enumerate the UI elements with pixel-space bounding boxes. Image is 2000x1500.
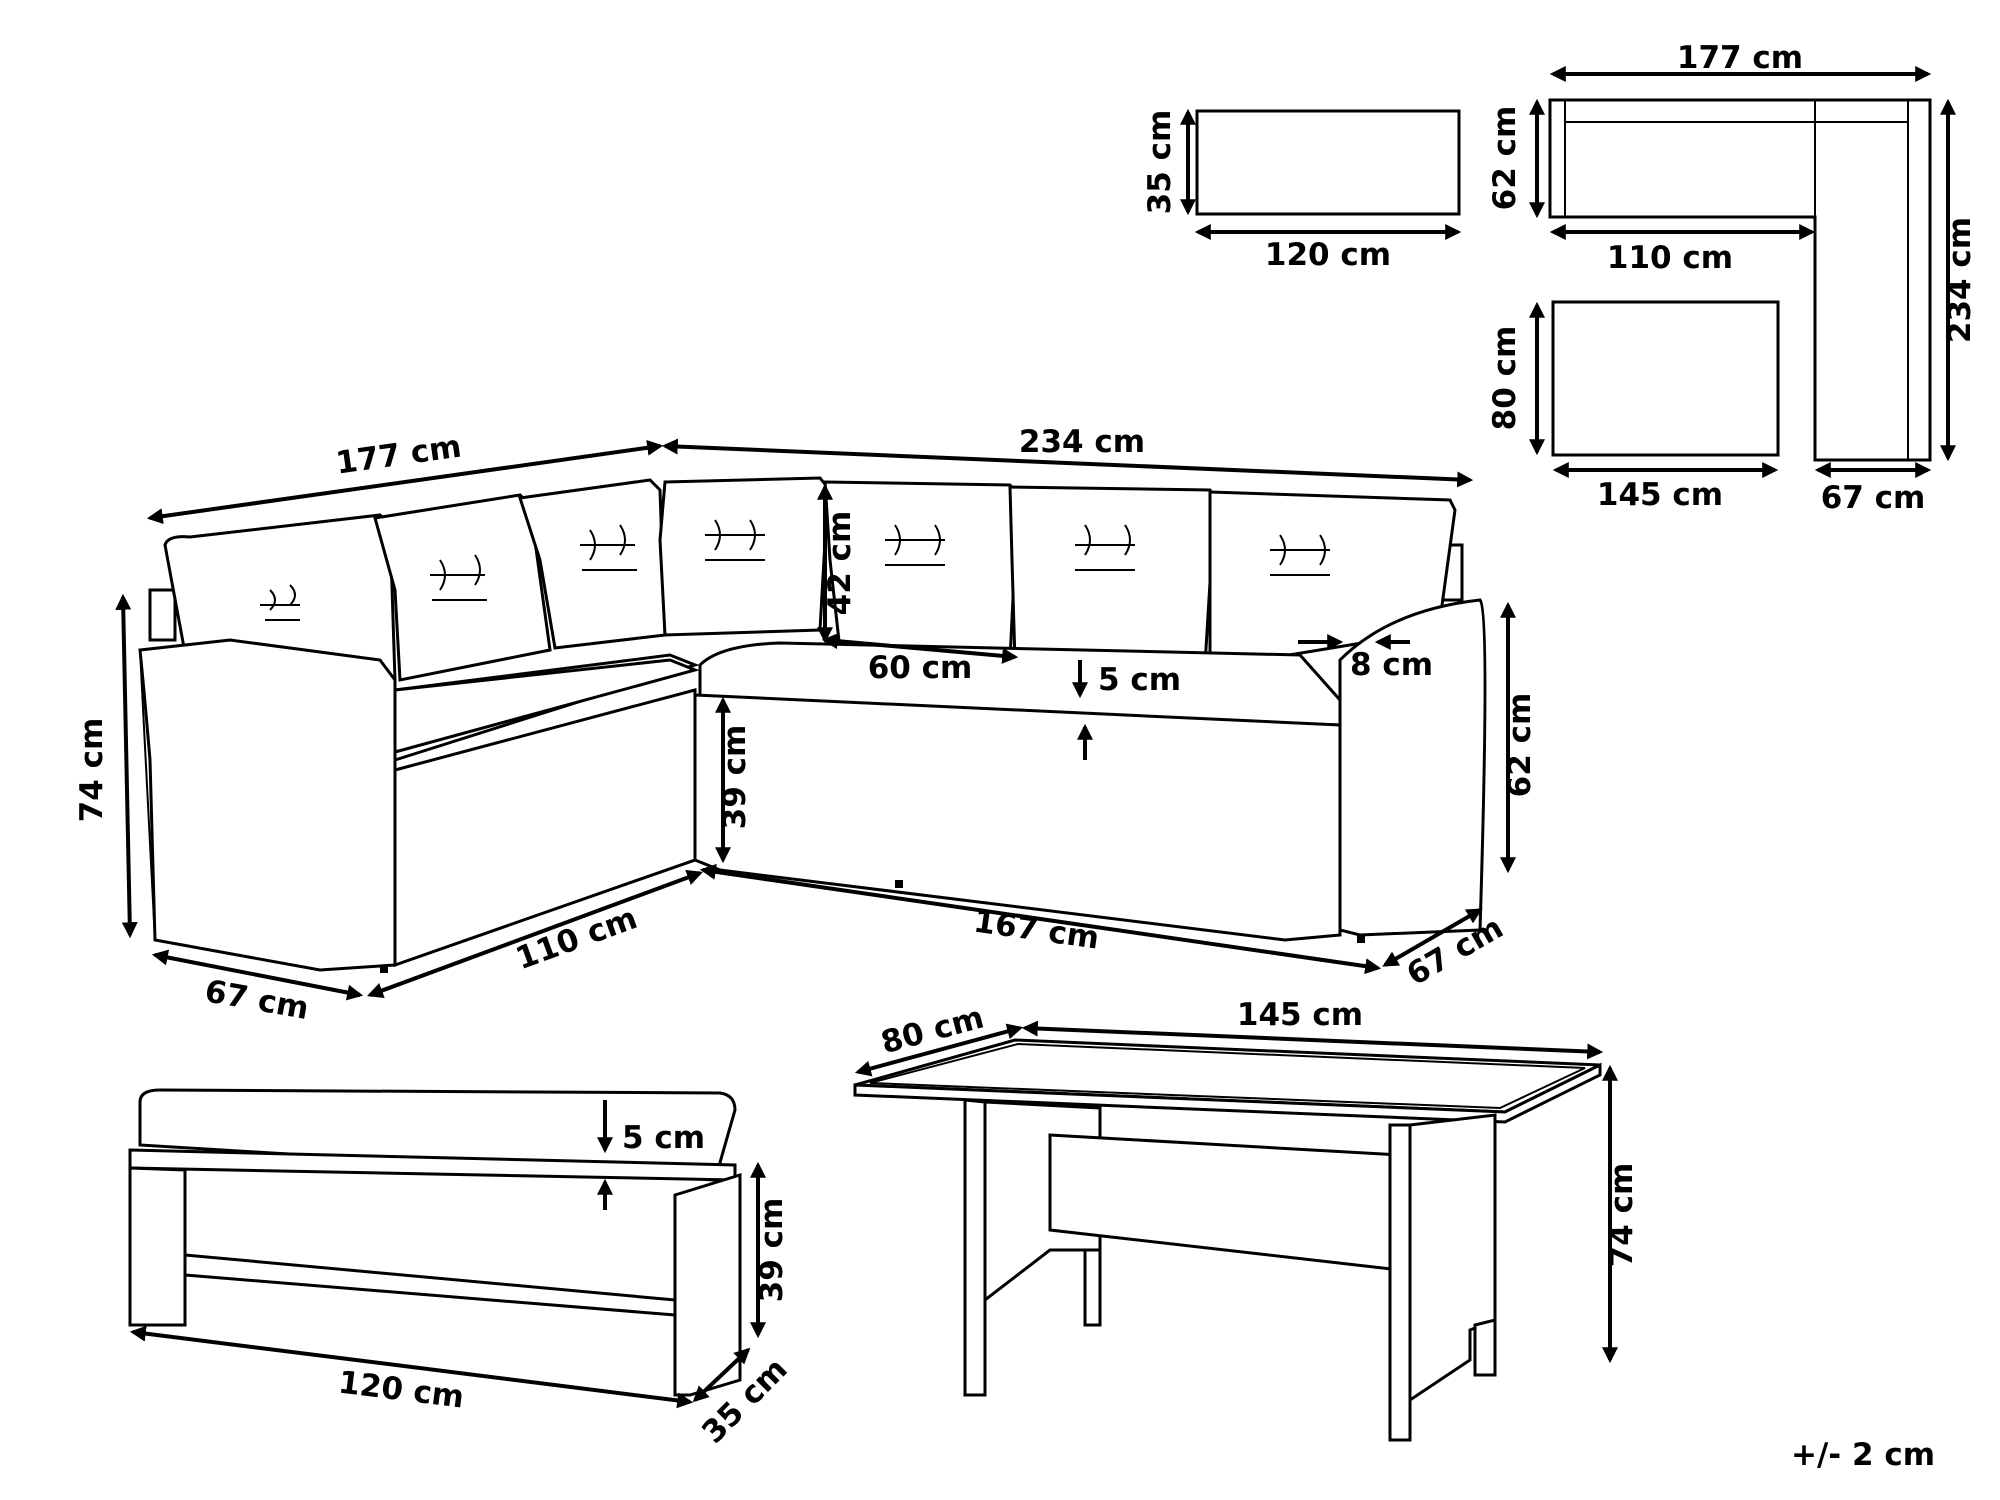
sofa-inner-width-arrow <box>366 869 704 999</box>
table-front-left-leg <box>963 1098 987 1397</box>
table-top-depth-label: 80 cm <box>1487 326 1523 431</box>
back-cushion-6 <box>1008 485 1217 667</box>
back-cushion-4 <box>658 476 830 637</box>
table-front-right-leg <box>1388 1123 1412 1442</box>
sofa-top-outline <box>1548 98 1932 462</box>
bench-height-label: 39 cm <box>754 1198 790 1303</box>
sofa-left-width-arrow <box>146 439 664 525</box>
back-cushion-2 <box>373 493 552 682</box>
corner-sofa-illustration: 177 cm 234 cm 42 cm 60 cm 5 cm 8 cm 74 c… <box>74 424 1538 1027</box>
sofa-left-back-frame <box>148 588 177 642</box>
table-right-panel <box>1408 1113 1497 1403</box>
table-depth-arrow <box>854 1023 1024 1077</box>
bench-width-arrow <box>129 1325 694 1409</box>
sofa-right-armrest <box>1338 598 1487 937</box>
sofa-top-inner-width-label: 110 cm <box>1607 240 1733 276</box>
sofa-arm-width-label: 8 cm <box>1350 647 1433 683</box>
sofa-top-length-label: 234 cm <box>1942 217 1978 343</box>
sofa-top-inner-lines <box>1564 100 1909 460</box>
dining-table-illustration: 80 cm 145 cm 74 cm <box>853 997 1640 1442</box>
bench-cushion <box>138 1088 737 1182</box>
sofa-seat-depth-label: 60 cm <box>868 650 973 686</box>
bench-depth-arrow <box>692 1347 751 1403</box>
sofa-right-base <box>693 693 1342 942</box>
sofa-top-depth-label: 62 cm <box>1487 106 1523 211</box>
sofa-top-arm-depth-label: 67 cm <box>1821 480 1926 516</box>
bench-right-leg <box>673 1172 742 1397</box>
tolerance-note: +/- 2 cm <box>1791 1437 1935 1473</box>
sofa-total-height-label: 74 cm <box>74 718 110 823</box>
sofa-back-height-label: 42 cm <box>822 511 858 616</box>
table-back-left-leg <box>1083 1248 1102 1327</box>
top-view-sofa: 177 cm 62 cm 110 cm 234 cm 67 cm <box>1487 40 1978 516</box>
table-stretcher-panel <box>1048 1133 1402 1272</box>
sofa-left-armrest <box>138 638 397 972</box>
sofa-right-height-label: 62 cm <box>1502 693 1538 798</box>
table-top-width-label: 145 cm <box>1597 477 1723 513</box>
sofa-cushion-thickness-label: 5 cm <box>1098 662 1181 698</box>
bench-top-width-label: 120 cm <box>1265 237 1391 273</box>
bench-top-height-label: 35 cm <box>1142 110 1178 215</box>
sofa-right-depth-arrow <box>1382 908 1483 967</box>
table-back-right-leg <box>1473 1318 1497 1377</box>
sofa-left-armrest-edge <box>139 649 156 941</box>
bench-stretcher <box>183 1253 677 1317</box>
sofa-foot-1 <box>380 965 388 973</box>
bench-illustration: 5 cm 39 cm 120 cm 35 cm <box>128 1088 795 1451</box>
table-top-outline <box>1551 300 1780 457</box>
sofa-right-length-arrow <box>661 438 1474 488</box>
sofa-foot-2 <box>1357 935 1365 943</box>
bench-top-outline <box>1195 109 1461 216</box>
table-height-label: 74 cm <box>1604 1163 1640 1268</box>
table-width-arrow <box>1021 1020 1604 1060</box>
sofa-right-length-label: 234 cm <box>1019 424 1145 460</box>
bench-cushion-thickness-label: 5 cm <box>622 1120 705 1156</box>
top-view-bench: 35 cm 120 cm <box>1142 108 1462 273</box>
sofa-left-depth-arrow <box>151 949 364 1001</box>
sofa-seat-height-label: 39 cm <box>717 725 753 830</box>
sofa-foot-3 <box>895 880 903 888</box>
sofa-seat-depth-arrow <box>821 633 1019 664</box>
bench-left-leg <box>128 1166 187 1327</box>
sofa-total-height-arrow <box>115 593 138 939</box>
sofa-left-width-label: 177 cm <box>334 428 464 481</box>
cushion-tufting <box>260 519 1330 621</box>
table-top-edge <box>853 1062 1602 1124</box>
sofa-top-width-label: 177 cm <box>1677 40 1803 76</box>
sofa-front-length-arrow <box>699 863 1382 975</box>
top-view-table: 80 cm 145 cm <box>1487 300 1780 513</box>
table-width-label: 145 cm <box>1237 997 1363 1033</box>
